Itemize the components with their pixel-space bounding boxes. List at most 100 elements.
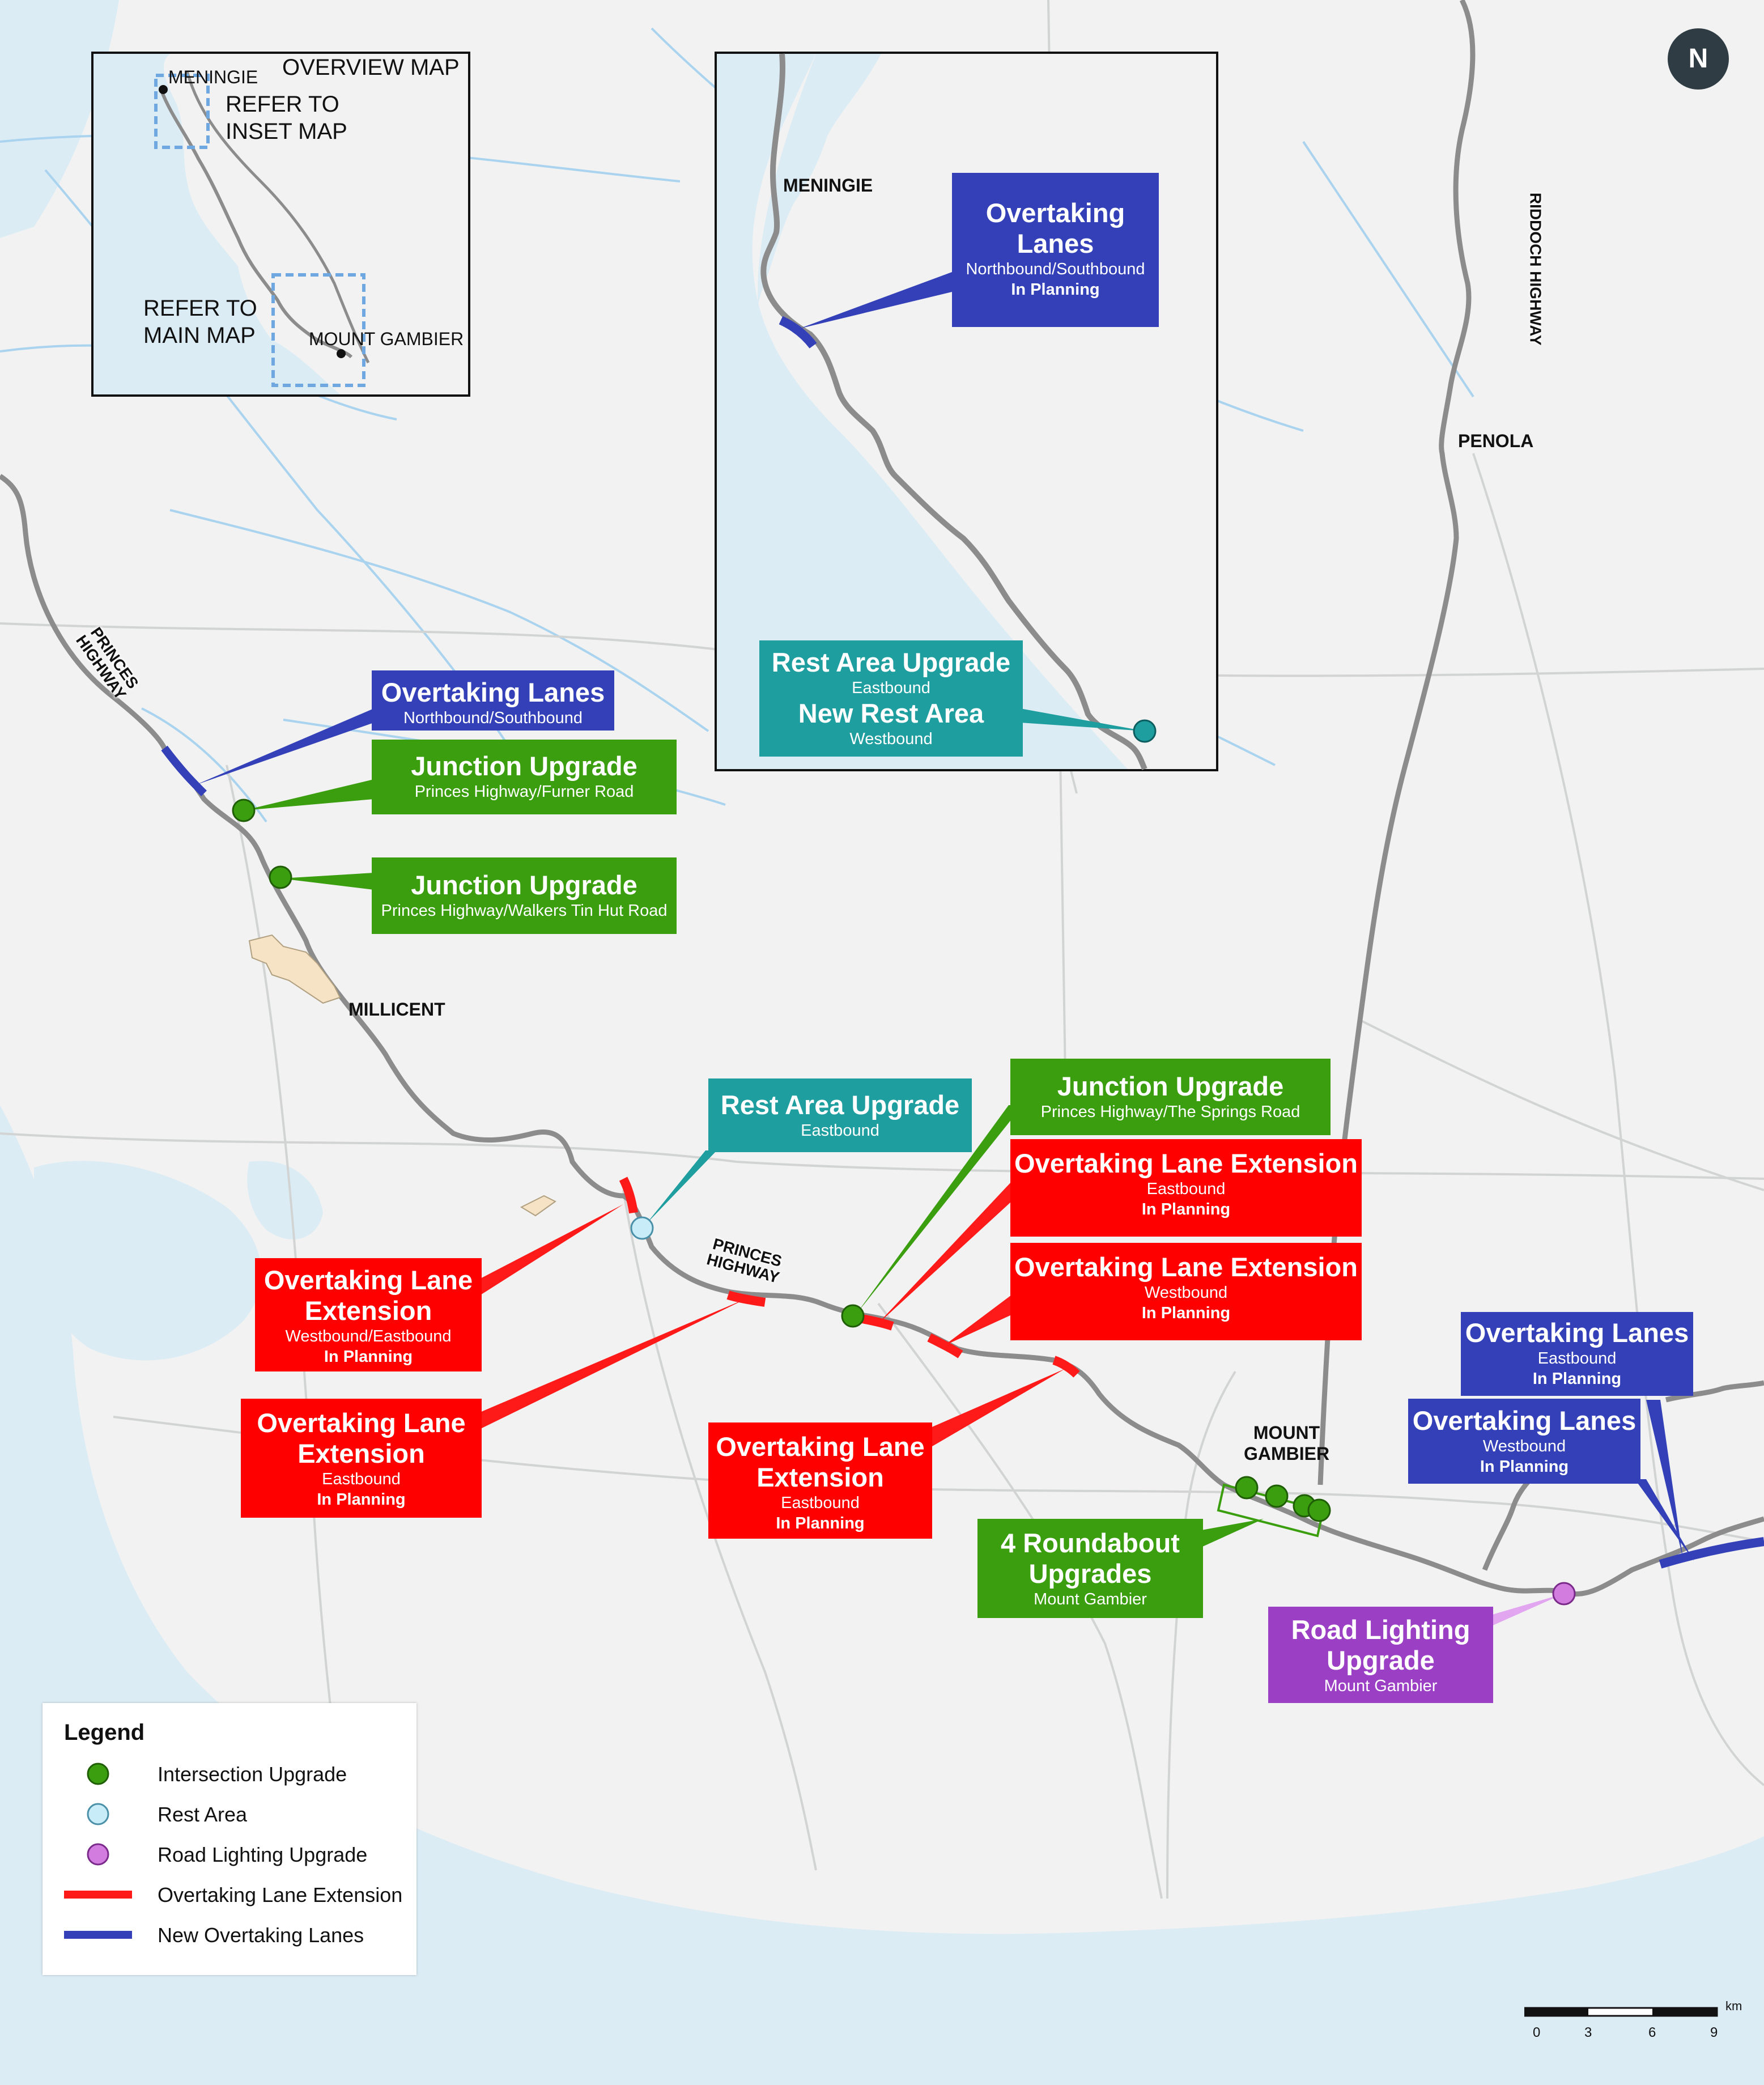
scale-tick-label: 0	[1533, 2025, 1541, 2040]
leader-wedge	[1201, 1519, 1264, 1547]
roundabout-area-outline	[1217, 1483, 1325, 1538]
scale-unit-label: km	[1725, 1999, 1742, 2013]
label-subtitle: Westbound	[849, 730, 933, 749]
minor-road-line	[877, 1302, 1163, 1899]
minor-road-line	[1472, 453, 1764, 1786]
legend-item: Overtaking Lane Extension	[64, 1880, 404, 1909]
sea-area	[0, 0, 119, 238]
label-title: Overtaking Lane Extension	[1014, 1148, 1358, 1178]
road-label-riddoch: RIDDOCH HIGHWAY	[1527, 192, 1545, 346]
label-status: In Planning	[1141, 1200, 1231, 1219]
overview-refer-main: REFER TO MAIN MAP	[143, 296, 257, 348]
leader-wedge	[1635, 1479, 1694, 1561]
leader-wedge	[244, 779, 374, 810]
legend-label: Overtaking Lane Extension	[158, 1883, 403, 1906]
intersection-upgrade-marker	[841, 1304, 865, 1328]
new-overtaking-lane-segment	[161, 745, 207, 796]
map-legend: Legend Intersection Upgrade Rest Area Ro…	[42, 1703, 416, 1975]
leader-wedge	[799, 272, 952, 329]
label-title: Overtaking Lane Extension	[716, 1432, 925, 1493]
overtaking-extension-segment	[1052, 1356, 1080, 1378]
label-title: 4 Roundabout Upgrades	[1001, 1528, 1180, 1589]
label-title: Overtaking Lane Extension	[257, 1408, 466, 1469]
place-label-mount-gambier: MOUNT GAMBIER	[1244, 1422, 1330, 1464]
inset-water	[758, 54, 881, 306]
blue-line-icon	[64, 1931, 132, 1939]
label-subtitle: Mount Gambier	[1034, 1590, 1147, 1609]
scale-tick-label: 3	[1584, 2025, 1592, 2040]
rest-area-icon	[87, 1803, 109, 1825]
overview-town-dot	[337, 349, 346, 358]
label-status: In Planning	[1141, 1304, 1231, 1323]
place-label-millicent: MILLICENT	[348, 999, 445, 1020]
legend-item: Rest Area	[64, 1800, 404, 1828]
label-title: New Rest Area	[798, 698, 984, 729]
millicent-town-area	[248, 934, 341, 1004]
label-status: In Planning	[776, 1514, 865, 1533]
label-subtitle: Eastbound	[852, 679, 930, 698]
label-subtitle: Eastbound	[801, 1122, 879, 1140]
label-subtitle: Eastbound	[322, 1470, 401, 1489]
legend-title: Legend	[64, 1720, 145, 1745]
label-overtaking-lanes-north: Overtaking Lanes Northbound/Southbound	[372, 670, 614, 731]
label-overtaking-extension-east-1: Overtaking Lane Extension Eastbound In P…	[1010, 1139, 1362, 1237]
minor-road-line	[226, 765, 341, 1786]
overview-land	[164, 54, 469, 394]
overtaking-extension-segment	[619, 1177, 638, 1214]
legend-label: Rest Area	[158, 1803, 248, 1826]
label-subtitle: Princes Highway/Walkers Tin Hut Road	[381, 902, 668, 920]
leader-wedge	[943, 1295, 1011, 1346]
intersection-upgrade-marker	[1307, 1498, 1331, 1522]
leader-wedge	[875, 1182, 1011, 1326]
drain-line	[1302, 141, 1474, 398]
princes-highway-line	[0, 474, 1764, 1597]
label-title: Overtaking Lanes	[1412, 1405, 1637, 1436]
label-overtaking-extension-east-2: Overtaking Lane Extension Eastbound In P…	[241, 1399, 482, 1518]
intersection-upgrade-marker	[1235, 1476, 1259, 1500]
label-subtitle: Princes Highway/The Springs Road	[1040, 1103, 1300, 1122]
inset-highway	[760, 53, 1147, 770]
legend-label: Road Lighting Upgrade	[158, 1843, 368, 1866]
label-title: Junction Upgrade	[411, 870, 637, 900]
label-status: In Planning	[1011, 281, 1100, 299]
label-overtaking-extension-east-3: Overtaking Lane Extension Eastbound In P…	[708, 1422, 932, 1539]
label-subtitle: Eastbound	[781, 1494, 860, 1513]
leader-wedge	[1020, 708, 1145, 731]
label-status: In Planning	[324, 1348, 413, 1366]
label-subtitle: Princes Highway/Furner Road	[414, 783, 634, 801]
drain-line	[169, 509, 709, 732]
label-subtitle: Northbound/Southbound	[966, 260, 1145, 279]
label-subtitle: Northbound/Southbound	[403, 709, 583, 728]
intersection-upgrade-marker	[1265, 1484, 1289, 1508]
legend-label: Intersection Upgrade	[158, 1763, 347, 1786]
label-title: Overtaking Lanes	[985, 198, 1125, 259]
lake-area	[247, 1161, 323, 1239]
label-status: In Planning	[1480, 1458, 1569, 1476]
rest-area-marker	[1133, 719, 1157, 743]
label-title: Junction Upgrade	[1057, 1071, 1284, 1101]
rest-area-marker	[630, 1216, 654, 1240]
north-label: N	[1688, 44, 1708, 74]
label-rest-area-upgrade: Rest Area Upgrade Eastbound	[708, 1078, 972, 1152]
label-title: Overtaking Lane Extension	[263, 1265, 473, 1326]
legend-item: New Overtaking Lanes	[64, 1921, 404, 1949]
overview-town-label: MOUNT GAMBIER	[309, 329, 464, 349]
leader-wedge	[646, 1150, 717, 1224]
legend-item: Road Lighting Upgrade	[64, 1840, 404, 1869]
minor-road-line	[622, 1190, 817, 1871]
overview-town-dot	[159, 85, 168, 94]
minor-road-line	[0, 1132, 1764, 1180]
leader-wedge	[1490, 1594, 1564, 1627]
overtaking-extension-segment	[927, 1333, 963, 1358]
inset-water	[717, 54, 1128, 769]
lake-area	[34, 1161, 262, 1361]
leader-wedge	[929, 1369, 1065, 1448]
intersection-upgrade-marker	[232, 799, 256, 822]
place-label-penola: PENOLA	[1458, 431, 1534, 451]
label-status: In Planning	[317, 1491, 406, 1509]
leader-wedge	[280, 873, 374, 890]
overtaking-extension-segment	[726, 1290, 766, 1307]
label-junction-upgrade-furner: Junction Upgrade Princes Highway/Furner …	[372, 740, 677, 814]
label-subtitle: Mount Gambier	[1324, 1677, 1438, 1696]
label-overtaking-lanes-east: Overtaking Lanes Eastbound In Planning	[1461, 1312, 1693, 1396]
